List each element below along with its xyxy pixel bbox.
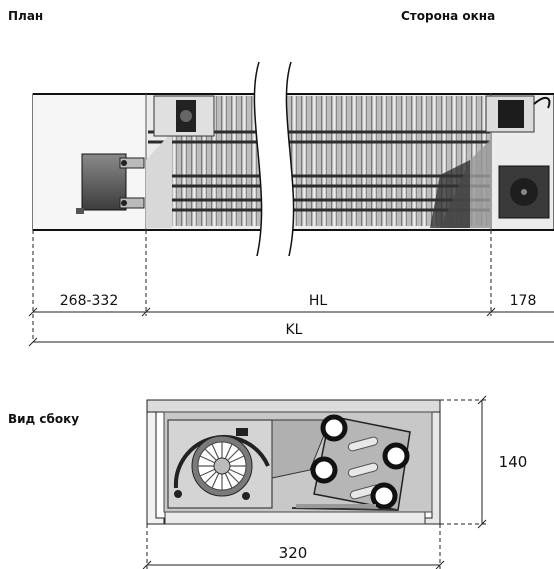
fan-motor-right: [485, 95, 551, 133]
break-gap: [253, 61, 295, 257]
exchanger-pipes: [148, 130, 490, 212]
dim-height-text: 140: [499, 453, 528, 471]
plan-dimensions: [28, 230, 554, 347]
dim-kl-text: KL: [286, 322, 303, 338]
valve-block: [76, 153, 145, 214]
plan-title: План: [8, 9, 44, 23]
tangential-fan: [167, 419, 273, 509]
window-side-label: Сторона окна: [401, 9, 496, 23]
fan-motor-left: [153, 95, 215, 137]
control-box: [498, 165, 550, 219]
dim-left-text: 268-332: [60, 293, 119, 309]
dim-hl-text: HL: [309, 293, 328, 309]
side-view: [146, 399, 441, 525]
plan-view: [32, 61, 554, 257]
dim-right-text: 178: [510, 293, 537, 309]
side-heat-exchanger: [310, 414, 411, 511]
dim-width-text: 320: [279, 544, 308, 562]
side-dimensions: [142, 395, 487, 569]
side-view-title: Вид сбоку: [8, 412, 80, 426]
left-transition: [146, 132, 172, 228]
